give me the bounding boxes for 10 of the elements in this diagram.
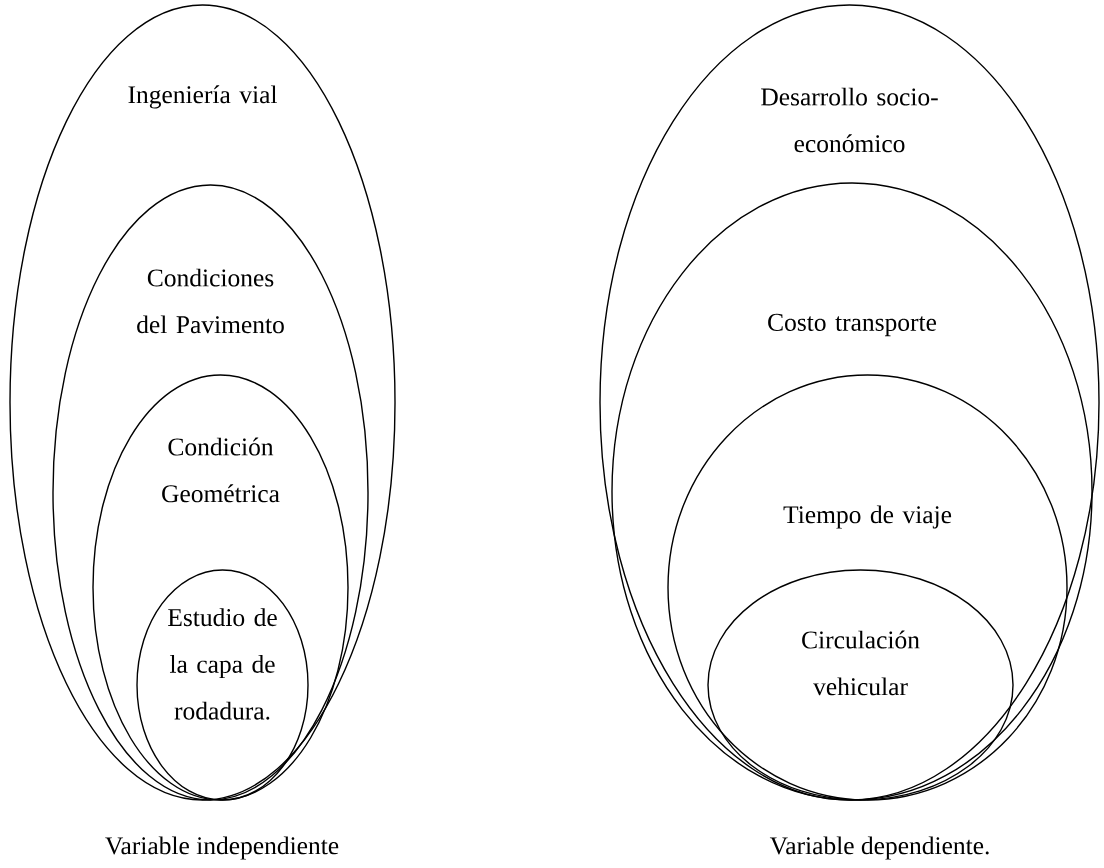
caption-label: Variable independiente [105,836,339,860]
ellipse-label: Desarrollo socio-económico [761,87,938,153]
ellipse-label: Ingeniería vial [128,85,277,109]
ellipse-label: Costo transporte [768,313,937,337]
ellipse-label: Condición Geométrica [162,437,280,503]
ellipse-label: Tiempo de viaje [783,505,952,529]
ellipse-label: Circulación vehicular [802,630,920,696]
ellipse-label: Condiciones del Pavimento [137,268,284,334]
ellipse-label: Estudio de la capa de rodadura. [168,608,277,720]
caption-label: Variable dependiente. [769,836,989,860]
